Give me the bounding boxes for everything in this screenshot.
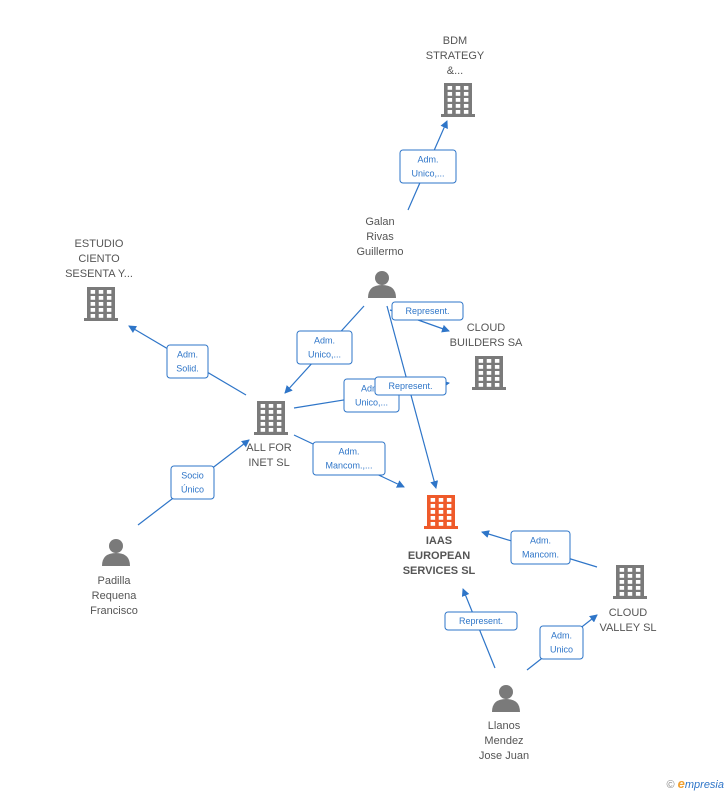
edge-label-text: Represent. xyxy=(459,616,503,626)
edge-label-text: Adm. xyxy=(314,336,335,346)
person-icon xyxy=(102,539,130,566)
edge-label-text: Represent. xyxy=(388,381,432,391)
node-label-line: BUILDERS SA xyxy=(450,337,523,349)
edge-label-text: Adm. xyxy=(361,384,382,394)
building-icon xyxy=(613,565,647,599)
node-label-line: Llanos xyxy=(488,720,521,732)
node-label-line: CLOUD xyxy=(609,607,648,619)
building-icon xyxy=(254,401,288,435)
edge-label-box xyxy=(170,465,215,500)
edge-label-box xyxy=(444,611,518,631)
edge-label-text: Unico,... xyxy=(411,169,444,179)
edge-labels-layer: Adm.Unico,...Represent.Adm.Unico,...Adm.… xyxy=(166,149,584,660)
person-icon xyxy=(492,685,520,712)
node-iaas[interactable]: IAAS EUROPEAN SERVICES SL xyxy=(403,495,476,577)
node-label-line: Galan xyxy=(365,216,394,228)
edge-label-text: Adm. xyxy=(551,631,572,641)
edge-label-galan-allfor[interactable]: Adm. Unico,... xyxy=(296,330,353,365)
node-label-line: Requena xyxy=(92,590,138,602)
node-label-line: EUROPEAN xyxy=(408,550,470,562)
edge-label-box xyxy=(312,441,386,476)
edge-label-text: Mancom. xyxy=(522,550,559,560)
node-label-line: SESENTA Y... xyxy=(65,268,133,280)
node-label-line: ESTUDIO xyxy=(75,238,124,250)
node-label-line: &... xyxy=(447,65,464,77)
brand-initial: e xyxy=(677,776,685,791)
building-icon xyxy=(84,287,118,321)
node-label-line: Guillermo xyxy=(356,246,403,258)
edge-label-text: Represent. xyxy=(405,306,449,316)
building-icon xyxy=(441,83,475,117)
node-cloud-valley[interactable]: CLOUD VALLEY SL xyxy=(599,565,657,634)
edge-label-galan-iaas[interactable]: Represent. xyxy=(374,376,447,396)
edge-label-galan-cloudbuilders[interactable]: Represent. xyxy=(391,301,464,321)
edge-label-box xyxy=(296,330,353,365)
brand-name: mpresia xyxy=(684,779,724,791)
node-label-line: VALLEY SL xyxy=(599,622,656,634)
edge-label-text: Solid. xyxy=(176,364,199,374)
edge-label-llanos-cloudvalley[interactable]: Adm. Unico xyxy=(539,625,584,660)
edge-label-text: Mancom.,... xyxy=(325,461,372,471)
node-label-line: Francisco xyxy=(90,605,138,617)
node-label-line: STRATEGY xyxy=(426,50,485,62)
edge-label-text: Unico,... xyxy=(355,398,388,408)
edge-label-text: Único xyxy=(181,485,204,495)
node-bdm[interactable]: BDM STRATEGY &... xyxy=(426,35,485,117)
edge-label-box xyxy=(391,301,464,321)
edge-label-allfor-estudio[interactable]: Adm. Solid. xyxy=(166,344,209,379)
copyright-symbol: © xyxy=(666,779,675,791)
node-label-line: Padilla xyxy=(97,575,131,587)
edge-label-text: Adm. xyxy=(530,536,551,546)
node-label-line: INET SL xyxy=(248,457,289,469)
node-label-line: BDM xyxy=(443,35,467,47)
node-label-line: CIENTO xyxy=(78,253,120,265)
edge-label-llanos-iaas[interactable]: Represent. xyxy=(444,611,518,631)
edge-label-cloudvalley-iaas[interactable]: Adm. Mancom. xyxy=(510,530,571,565)
node-label-line: Rivas xyxy=(366,231,394,243)
building-icon xyxy=(424,495,458,529)
building-icon xyxy=(472,356,506,390)
node-label-line: IAAS xyxy=(426,535,452,547)
edge-label-allfor-iaas[interactable]: Adm. Mancom.,... xyxy=(312,441,386,476)
edge-galan-iaas xyxy=(386,305,439,489)
edge-label-text: Adm. xyxy=(177,350,198,360)
node-label-line: Jose Juan xyxy=(479,750,529,762)
edge-label-box xyxy=(510,530,571,565)
node-label-line: Mendez xyxy=(484,735,523,747)
edge-label-text: Unico xyxy=(550,645,573,655)
node-allfor[interactable]: ALL FOR INET SL xyxy=(246,401,292,469)
edge-label-box xyxy=(374,376,447,396)
footer-brand: © empresia xyxy=(666,776,724,791)
edge-label-box xyxy=(539,625,584,660)
edge-label-box xyxy=(166,344,209,379)
node-estudio[interactable]: ESTUDIO CIENTO SESENTA Y... xyxy=(65,238,133,321)
edge-label-galan-bdm[interactable]: Adm. Unico,... xyxy=(399,149,457,184)
node-label-line: SERVICES SL xyxy=(403,565,476,577)
node-label-line: ALL FOR xyxy=(246,442,291,454)
edge-label-text: Adm. xyxy=(417,155,438,165)
edge-label-text: Socio xyxy=(181,471,204,481)
node-label-line: CLOUD xyxy=(467,322,506,334)
edge-label-box xyxy=(399,149,457,184)
person-icon xyxy=(368,271,396,298)
node-cloud-builders[interactable]: CLOUD BUILDERS SA xyxy=(450,322,523,390)
edge-label-text: Unico,... xyxy=(308,350,341,360)
edge-label-text: Adm. xyxy=(338,447,359,457)
